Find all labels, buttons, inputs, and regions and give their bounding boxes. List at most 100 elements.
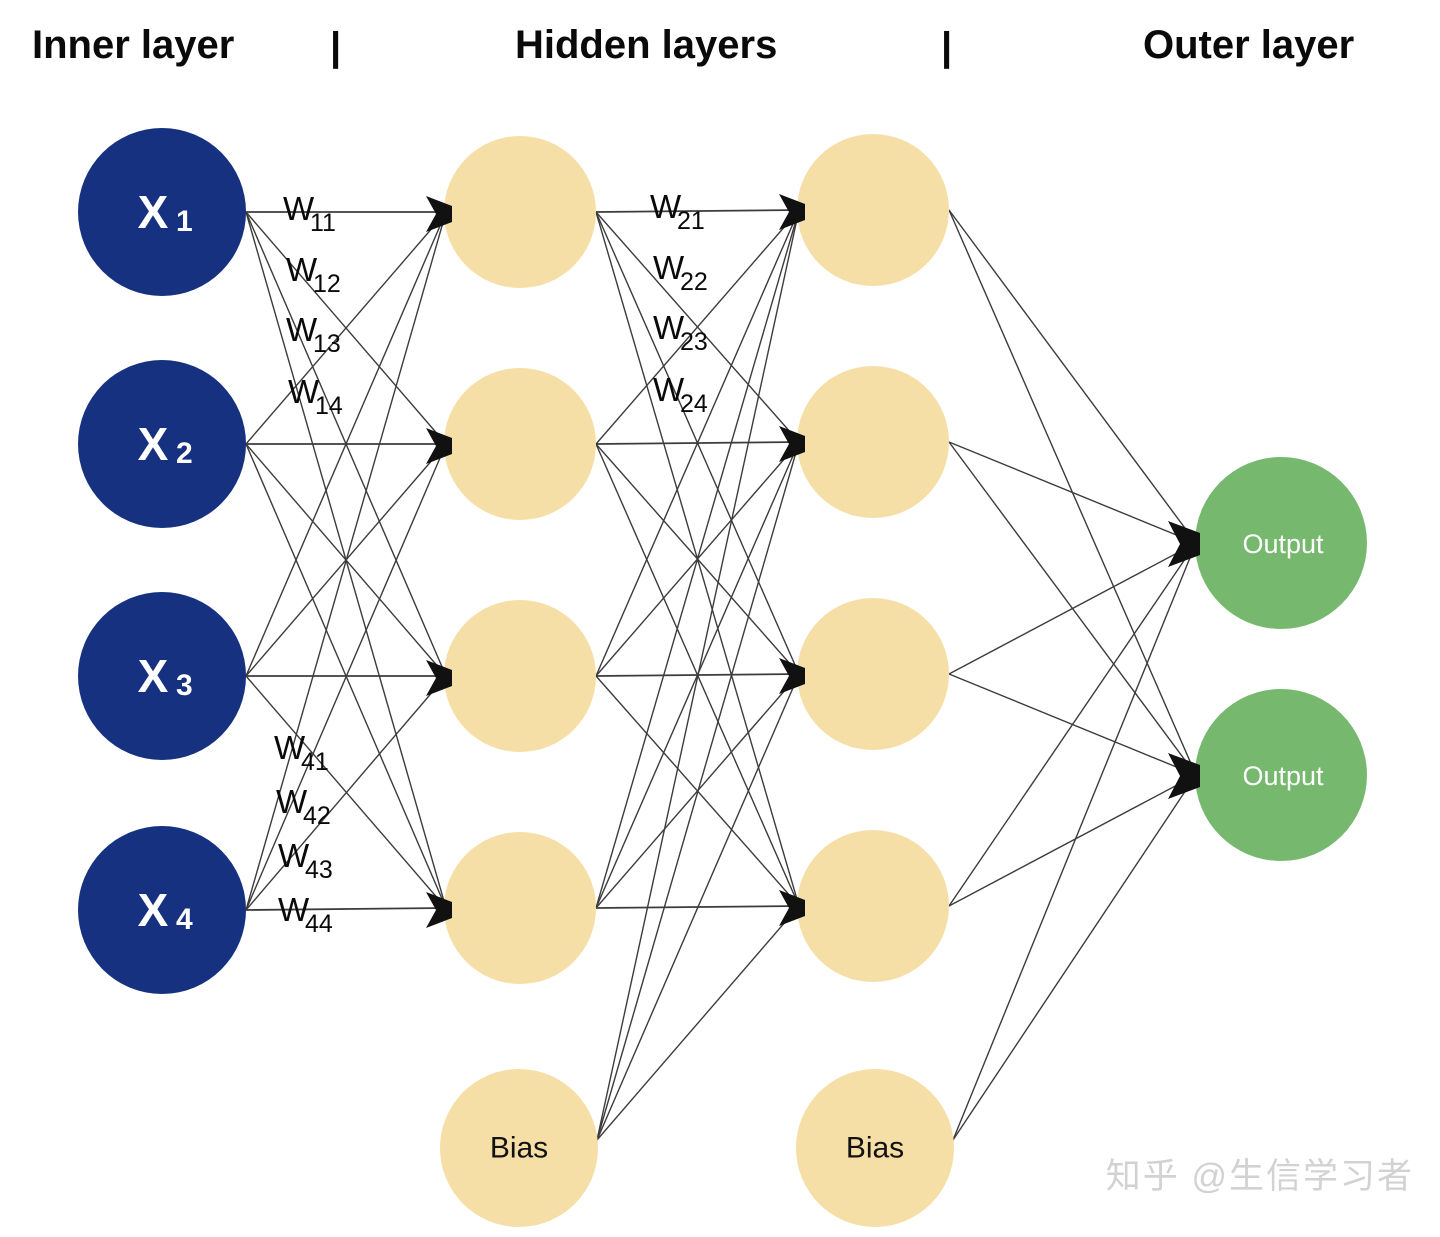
- weight-label-w12-sub: 12: [313, 270, 341, 298]
- header-hidden-layers: Hidden layers: [515, 23, 777, 67]
- watermark-text: 知乎 @生信学习者: [1105, 1157, 1414, 1196]
- input-node-x4-subscript: 4: [176, 903, 193, 936]
- weight-label-w11-base: W: [283, 190, 315, 227]
- input-node-x4-circle[interactable]: [78, 826, 246, 994]
- hidden2-node-1[interactable]: [797, 134, 949, 286]
- input-node-x1-circle[interactable]: [78, 128, 246, 296]
- weight-label-w23: W 23: [653, 309, 708, 356]
- arrowhead-icon-h2-1: [779, 194, 805, 230]
- input-node-x4[interactable]: X 4: [78, 826, 246, 994]
- weight-label-w22-base: W: [653, 249, 685, 286]
- arrowheads-output: [1168, 521, 1200, 799]
- arrowhead-icon-out-2: [1168, 753, 1200, 799]
- input-node-x2[interactable]: X 2: [78, 360, 246, 528]
- hidden1-node-4[interactable]: [444, 832, 596, 984]
- weight-label-w42-base: W: [276, 783, 308, 820]
- weight-label-w12-base: W: [286, 251, 318, 288]
- input-node-x3-label: X: [138, 650, 169, 702]
- weight-label-w43-sub: 43: [305, 856, 333, 884]
- output-node-1-label: Output: [1242, 529, 1324, 559]
- weight-label-w24-base: W: [653, 371, 685, 408]
- input-node-x1[interactable]: X 1: [78, 128, 246, 296]
- hidden-layer-1-group: Bias: [440, 136, 598, 1227]
- arrowhead-icon-out-1: [1168, 521, 1200, 567]
- output-node-2-circle[interactable]: [1195, 689, 1367, 861]
- header-inner-layer: Inner layer: [32, 23, 234, 67]
- arrowhead-icon-h2-4: [779, 890, 805, 926]
- arrowhead-icon-h2-3: [779, 658, 805, 694]
- weight-labels-group-1: W 11 W 12 W 13 W 14: [283, 190, 343, 420]
- hidden1-node-2[interactable]: [444, 368, 596, 520]
- hidden1-bias-node[interactable]: Bias: [440, 1069, 598, 1227]
- weight-labels-group-4: W 41 W 42 W 43 W 44: [274, 729, 333, 938]
- arrowhead-icon-h1-4: [426, 892, 452, 928]
- input-node-x3-circle[interactable]: [78, 592, 246, 760]
- hidden1-node-1[interactable]: [444, 136, 596, 288]
- weight-label-w21: W 21: [650, 188, 705, 235]
- input-node-x3-subscript: 3: [176, 669, 193, 702]
- hidden2-node-2[interactable]: [797, 366, 949, 518]
- input-node-x2-label: X: [138, 418, 169, 470]
- hidden1-bias-label: Bias: [490, 1132, 548, 1165]
- input-layer-group: X 1 X 2 X 3 X 4: [78, 128, 246, 994]
- edges-input-to-hidden1: [245, 211, 447, 911]
- weight-label-w23-base: W: [653, 309, 685, 346]
- weight-label-w24-sub: 24: [680, 390, 708, 418]
- weight-label-w41-sub: 41: [301, 748, 329, 776]
- weight-label-w42-sub: 42: [303, 802, 331, 830]
- weight-label-w41-base: W: [274, 729, 306, 766]
- weight-label-w22: W 22: [653, 249, 708, 296]
- arrowhead-icon-h2-2: [779, 426, 805, 462]
- hidden2-node-3[interactable]: [797, 598, 949, 750]
- arrowhead-icon-h1-3: [426, 660, 452, 696]
- weight-label-w12: W 12: [286, 251, 341, 298]
- weight-label-w13: W 13: [286, 311, 341, 358]
- hidden1-bias-circle[interactable]: [440, 1069, 598, 1227]
- output-node-2[interactable]: Output: [1195, 689, 1367, 861]
- weight-label-w11-sub: 11: [310, 209, 336, 237]
- hidden2-bias-label: Bias: [846, 1132, 904, 1165]
- weight-label-w44: W 44: [278, 891, 333, 938]
- hidden2-bias-circle[interactable]: [796, 1069, 954, 1227]
- weight-label-w41: W 41: [274, 729, 329, 776]
- output-node-2-label: Output: [1242, 761, 1324, 791]
- weight-label-w43: W 43: [278, 837, 333, 884]
- edges-hidden2-to-output: [948, 209, 1197, 907]
- input-node-x2-circle[interactable]: [78, 360, 246, 528]
- weight-label-w13-sub: 13: [313, 330, 341, 358]
- weight-label-w21-base: W: [650, 188, 682, 225]
- hidden2-bias-node[interactable]: Bias: [796, 1069, 954, 1227]
- weight-label-w11: W 11: [283, 190, 336, 237]
- header-separator-2: |: [941, 25, 952, 69]
- arrowhead-icon-h1-2: [426, 428, 452, 464]
- hidden2-node-4[interactable]: [797, 830, 949, 982]
- weight-label-w14-base: W: [288, 373, 320, 410]
- weight-label-w44-base: W: [278, 891, 310, 928]
- weight-label-w14: W 14: [288, 373, 343, 420]
- arrowheads-hidden1: [426, 196, 452, 928]
- weight-label-w24: W 24: [653, 371, 708, 418]
- output-node-1[interactable]: Output: [1195, 457, 1367, 629]
- weight-label-w43-base: W: [278, 837, 310, 874]
- edges-bias1-to-hidden2: [596, 209, 800, 1141]
- output-layer-group: Output Output: [1195, 457, 1367, 861]
- weight-label-w42: W 42: [276, 783, 331, 830]
- header-outer-layer: Outer layer: [1143, 23, 1354, 67]
- input-node-x1-subscript: 1: [176, 205, 193, 238]
- edges-hidden1-to-hidden2: [595, 209, 800, 909]
- weight-label-w21-sub: 21: [677, 207, 705, 235]
- weight-label-w14-sub: 14: [315, 392, 343, 420]
- input-node-x4-label: X: [138, 884, 169, 936]
- hidden1-node-3[interactable]: [444, 600, 596, 752]
- input-node-x1-label: X: [138, 186, 169, 238]
- hidden-layer-2-group: Bias: [796, 134, 954, 1227]
- header-separator-1: |: [330, 25, 341, 69]
- edges-bias2-to-output: [952, 542, 1197, 1141]
- weight-label-w13-base: W: [286, 311, 318, 348]
- output-node-1-circle[interactable]: [1195, 457, 1367, 629]
- weight-label-w23-sub: 23: [680, 328, 708, 356]
- weight-labels-group-2: W 21 W 22 W 23 W 24: [650, 188, 708, 418]
- input-node-x3[interactable]: X 3: [78, 592, 246, 760]
